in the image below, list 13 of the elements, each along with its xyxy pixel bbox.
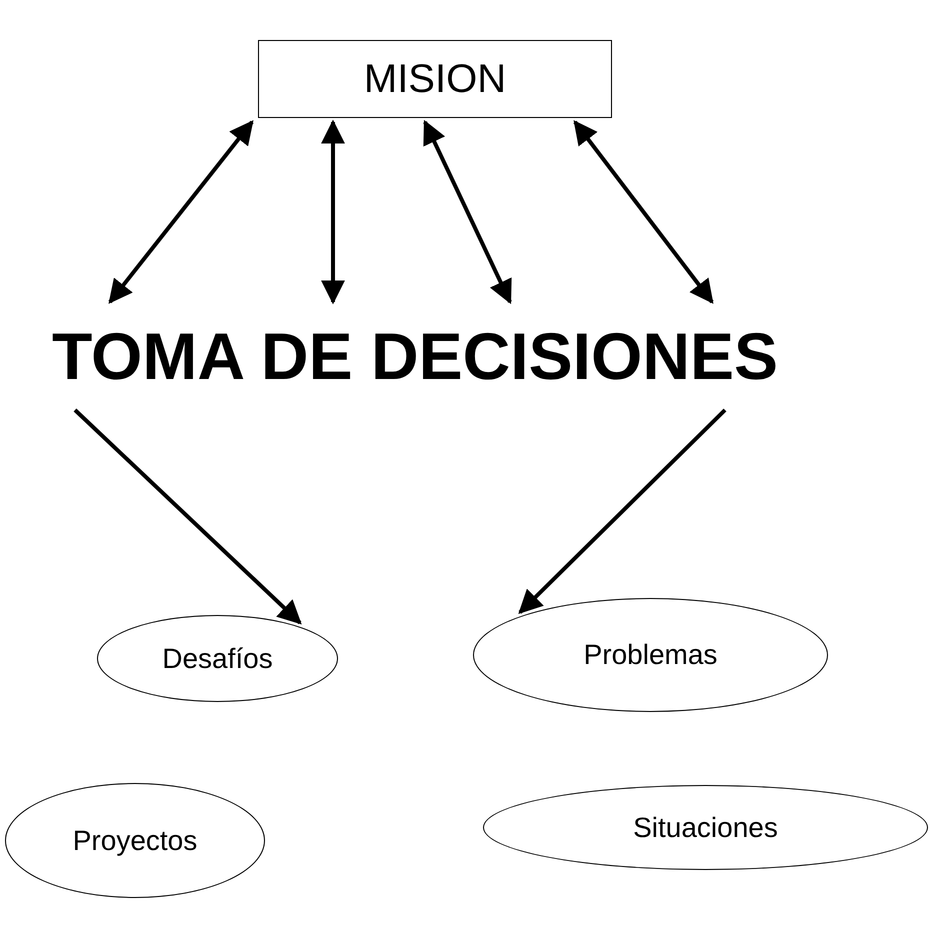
node-label: Problemas: [584, 639, 718, 671]
node-label: Situaciones: [633, 812, 778, 844]
arrow: [518, 408, 726, 614]
node-label: Desafíos: [162, 642, 273, 674]
arrow: [423, 120, 512, 304]
arrow: [573, 120, 714, 304]
node-label: MISION: [364, 56, 506, 102]
arrow: [74, 408, 302, 624]
decision-heading: TOMA DE DECISIONES: [52, 318, 778, 394]
mission-box: [258, 40, 612, 118]
node-label: Proyectos: [72, 824, 198, 856]
arrow: [321, 120, 345, 304]
arrow: [108, 120, 254, 304]
